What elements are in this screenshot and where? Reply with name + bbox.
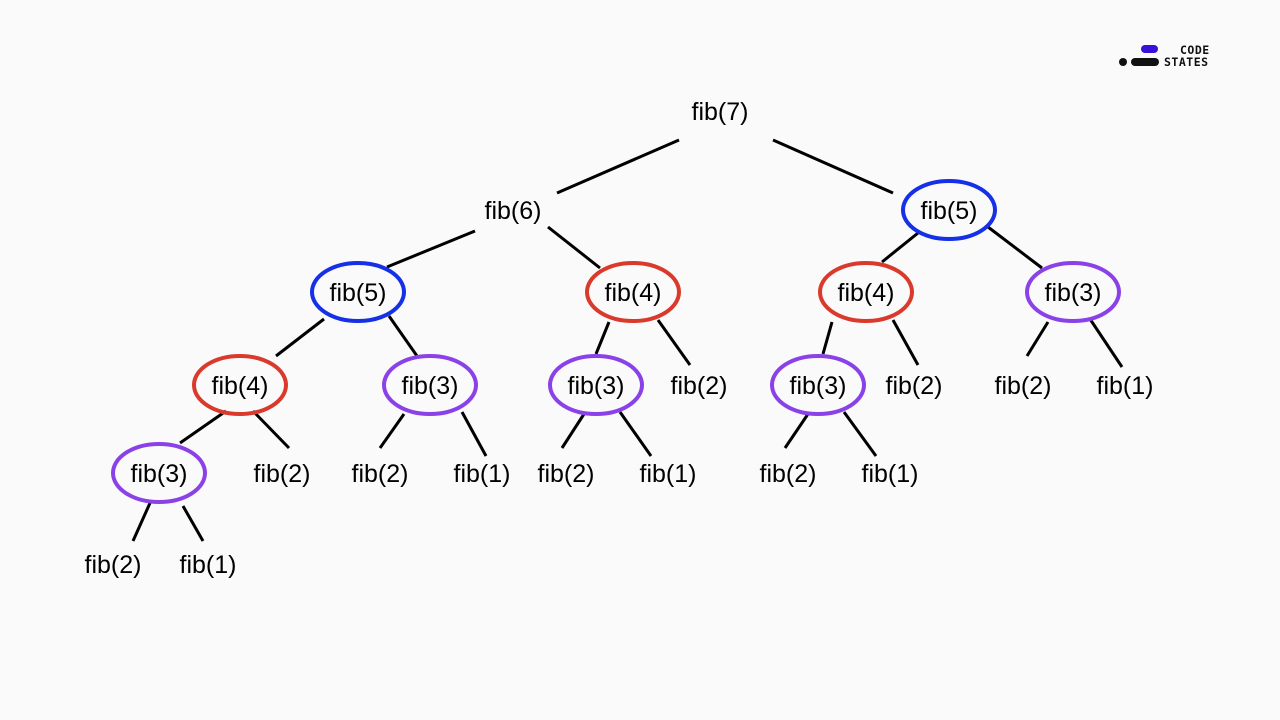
tree-edge <box>891 319 920 366</box>
tree-edge <box>275 317 325 358</box>
tree-edge <box>131 502 152 542</box>
tree-rings <box>111 179 1121 504</box>
tree-edges <box>131 138 1124 542</box>
node-ring-blue <box>310 261 406 323</box>
tree-edge <box>656 319 692 366</box>
tree-edge <box>594 321 611 355</box>
node-ring-purple <box>770 354 866 416</box>
tree-node-label: fib(3) <box>131 460 188 488</box>
node-ring-blue <box>901 179 997 241</box>
tree-edge <box>821 321 834 355</box>
tree-node-label: fib(4) <box>212 372 269 400</box>
tree-node-label: fib(1) <box>862 460 919 488</box>
tree-node-label: fib(2) <box>254 460 311 488</box>
tree-node-label: fib(1) <box>1097 372 1154 400</box>
tree-node-label: fib(3) <box>790 372 847 400</box>
tree-node-label: fib(5) <box>330 279 387 307</box>
node-ring-purple <box>548 354 644 416</box>
logo-line-2: STATES <box>1164 55 1209 69</box>
tree-edge <box>387 315 419 357</box>
tree-node-label: fib(4) <box>605 279 662 307</box>
tree-node-label: fib(6) <box>485 197 542 225</box>
tree-edge <box>179 409 227 445</box>
tree-edge <box>772 138 894 195</box>
node-ring-red <box>585 261 681 323</box>
logo-line-1: CODE <box>1180 43 1210 57</box>
tree-node-label: fib(4) <box>838 279 895 307</box>
node-ring-red <box>192 354 288 416</box>
tree-node-label: fib(2) <box>538 460 595 488</box>
tree-node-label: fib(2) <box>760 460 817 488</box>
tree-edge <box>881 231 919 264</box>
tree-edge <box>460 411 488 457</box>
tree-edge <box>251 409 291 450</box>
tree-edge <box>842 411 878 457</box>
node-ring-purple <box>1025 261 1121 323</box>
tree-node-label: fib(2) <box>995 372 1052 400</box>
logo-dot <box>1119 58 1127 66</box>
logo-accent-pill <box>1141 45 1158 53</box>
tree-edge <box>1088 318 1124 368</box>
tree-edge <box>1025 321 1050 357</box>
tree-labels: fib(7) fib(6) fib(5) fib(5) fib(4) fib(4) fib(… <box>85 98 1154 579</box>
tree-node-label: fib(1) <box>640 460 697 488</box>
code-states-logo: CODE STATES <box>1116 44 1220 70</box>
node-ring-purple <box>382 354 478 416</box>
tree-edge <box>556 138 680 195</box>
tree-node-label: fib(5) <box>921 197 978 225</box>
tree-edge <box>547 225 601 270</box>
logo-mark-icon <box>1119 45 1159 66</box>
tree-node-label: fib(1) <box>180 551 237 579</box>
tree-node-label: fib(3) <box>402 372 459 400</box>
tree-edge <box>386 229 476 269</box>
tree-edge <box>987 225 1043 270</box>
tree-node-label: fib(2) <box>671 372 728 400</box>
tree-node-label: fib(7) <box>692 98 749 126</box>
tree-node-label: fib(2) <box>886 372 943 400</box>
logo-dark-pill <box>1131 58 1159 66</box>
tree-node-label: fib(3) <box>1045 279 1102 307</box>
node-ring-red <box>818 261 914 323</box>
tree-edge <box>560 413 586 449</box>
tree-node-label: fib(2) <box>85 551 142 579</box>
tree-edge <box>378 413 406 449</box>
tree-edge <box>618 411 653 457</box>
tree-node-label: fib(1) <box>454 460 511 488</box>
tree-node-label: fib(3) <box>568 372 625 400</box>
tree-edge <box>181 505 205 542</box>
node-ring-purple <box>111 442 207 504</box>
tree-edge <box>783 413 810 449</box>
tree-node-label: fib(2) <box>352 460 409 488</box>
